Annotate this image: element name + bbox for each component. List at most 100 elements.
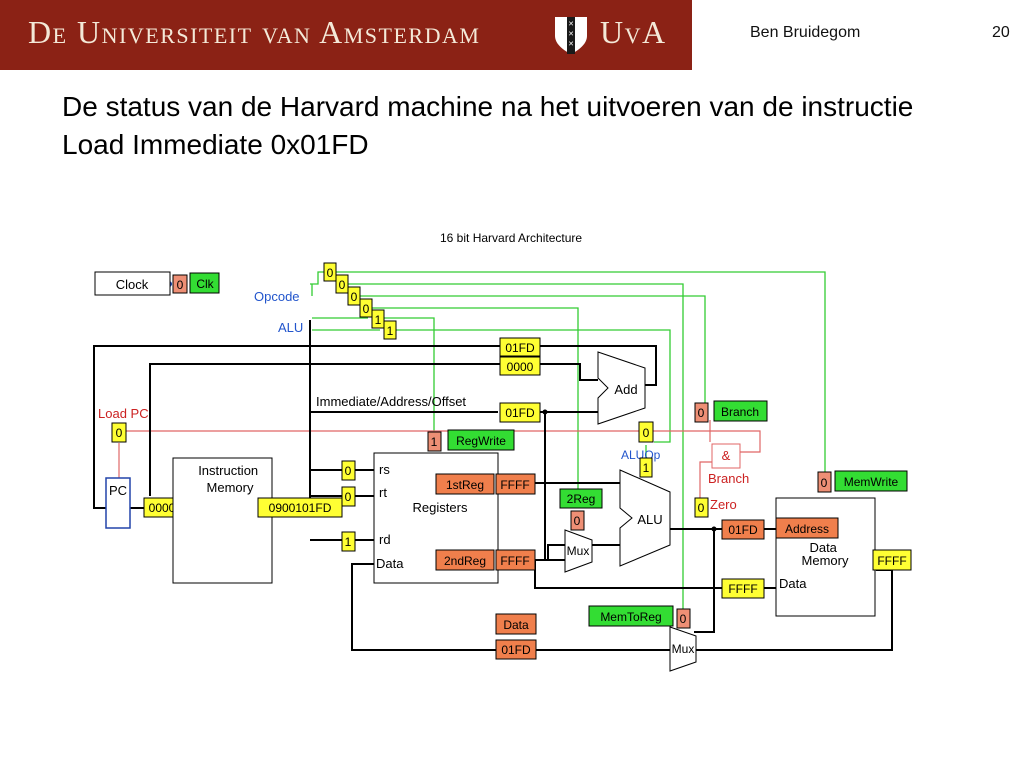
dm-data-in-value: FFFF (728, 582, 757, 596)
load-pc-value: 0 (116, 426, 123, 440)
add-input1-value: 01FD (505, 341, 535, 355)
and-gate-label: & (722, 448, 731, 463)
memwrite-box (834, 470, 908, 492)
immediate-value: 01FD (505, 406, 535, 420)
registers-label: Registers (413, 500, 468, 515)
secondreg-label: 2ndReg (444, 554, 486, 568)
rs-value: 0 (345, 464, 352, 478)
secondreg-value-box (495, 549, 536, 571)
wire-junctions (542, 409, 717, 532)
opcode-label: Opcode (254, 289, 300, 304)
regwrite-value: 1 (431, 435, 438, 449)
load-pc-label: Load PC (98, 406, 149, 421)
opcode-bit-5: 1 (387, 324, 394, 338)
diagram-title: 16 bit Harvard Architecture (440, 231, 582, 245)
pc-register (105, 477, 131, 529)
opcode-bits: 0 0 0 0 1 1 (323, 262, 397, 340)
alu-control-label: ALU (278, 320, 303, 335)
and-gate (711, 443, 741, 469)
add-input1-box (499, 337, 541, 357)
data-label-box (495, 613, 537, 635)
data-port-label: Data (376, 556, 404, 571)
address-label: Address (785, 522, 829, 536)
dm-out-box (872, 549, 912, 571)
writeback-mux (669, 626, 697, 672)
pc-label: PC (109, 483, 127, 498)
mux1-label: Mux (567, 544, 590, 558)
rs-value-box (341, 460, 356, 481)
firstreg-value-box (495, 473, 536, 495)
alu-out-box (721, 519, 765, 540)
opcode-bit-1: 0 (339, 278, 346, 292)
university-name: De Universiteit van Amsterdam (28, 14, 481, 50)
alu-out-value: 01FD (728, 523, 758, 537)
tworeg-label: 2Reg (567, 492, 596, 506)
zero-value-box (694, 497, 709, 518)
data-value: 01FD (501, 643, 531, 657)
add-input2-box (499, 356, 541, 376)
university-banner: De Universiteit van Amsterdam ✕ ✕ ✕ UvA (0, 0, 692, 70)
data-memory-label: Data Memory (802, 540, 849, 568)
university-abbrev: UvA (600, 14, 667, 50)
rt-value-box (341, 486, 356, 507)
opcode-bit-0: 0 (327, 266, 334, 280)
zero-value: 0 (698, 501, 705, 515)
immediate-value-box (499, 402, 541, 423)
address-box (775, 517, 839, 539)
svg-text:✕: ✕ (568, 31, 574, 38)
memtoreg-label: MemToReg (600, 610, 661, 624)
control-wires (310, 271, 826, 610)
clock-button[interactable] (94, 271, 171, 296)
memwrite-value-box (817, 471, 832, 493)
author-name: Ben Bruidegom (750, 24, 861, 41)
dm-data-in-box (721, 578, 765, 599)
rd-port-label: rd (379, 532, 391, 547)
memtoreg-box (588, 605, 674, 627)
opcode-bit-4: 1 (375, 313, 382, 327)
branch-value: 0 (698, 406, 705, 420)
secondreg-value: FFFF (500, 554, 529, 568)
branch-box (713, 400, 768, 422)
zero-label: Zero (710, 497, 737, 512)
firstreg-box (435, 473, 495, 495)
rd-value: 1 (345, 535, 352, 549)
adder-unit (597, 351, 646, 425)
aluop-bit-box (639, 457, 653, 478)
page-number: 20 (992, 24, 1010, 41)
rt-value: 0 (345, 490, 352, 504)
branch-gate-label: Branch (708, 471, 749, 486)
opcode-bit-2: 0 (351, 290, 358, 304)
rd-value-box (341, 531, 356, 552)
mux2-label: Mux (672, 642, 695, 656)
memwrite-label: MemWrite (844, 475, 899, 489)
instruction-memory-label: Instruction Memory (198, 463, 262, 495)
aluop-bit: 1 (643, 461, 650, 475)
memtoreg-value: 0 (680, 612, 687, 626)
alu-unit (619, 469, 671, 567)
clock-value: 0 (177, 278, 184, 292)
regwrite-label: RegWrite (456, 434, 506, 448)
regwrite-box (447, 429, 515, 451)
tworeg-value-box (570, 510, 585, 531)
rs-port-label: rs (379, 462, 390, 477)
clk-box (189, 272, 220, 294)
tworeg-value: 0 (574, 514, 581, 528)
dm-out-value: FFFF (877, 554, 906, 568)
alu-unit-label: ALU (637, 512, 662, 527)
aluop-value-box (638, 421, 654, 443)
slide-title: De status van de Harvard machine na het … (62, 91, 914, 160)
svg-text:✕: ✕ (568, 41, 574, 48)
alu-input-mux (564, 529, 593, 573)
clock-label: Clock (116, 277, 149, 292)
instruction-value-box (257, 497, 343, 518)
instruction-memory (172, 457, 273, 584)
regwrite-value-box (427, 431, 442, 452)
rt-port-label: rt (379, 485, 387, 500)
branch-wires (118, 420, 761, 500)
pc-value: 0000 (149, 501, 176, 515)
svg-text:✕: ✕ (568, 21, 574, 28)
load-pc-box (111, 422, 127, 443)
firstreg-label: 1stReg (446, 478, 484, 492)
dm-data-label: Data (779, 576, 807, 591)
